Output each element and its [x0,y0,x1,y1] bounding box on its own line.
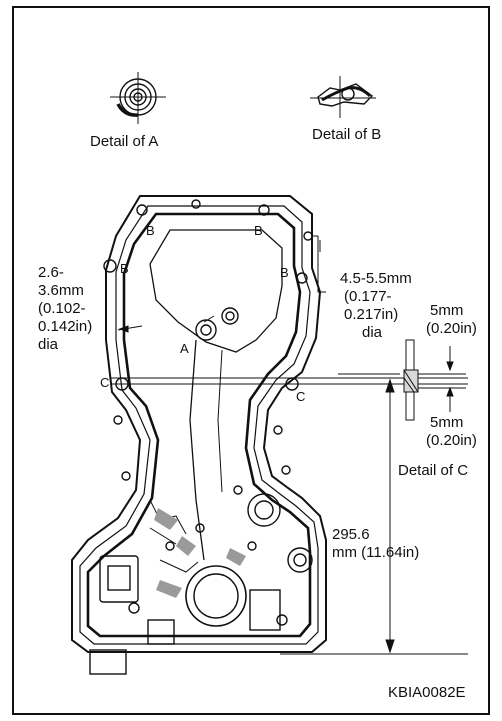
marker-c-1: C [100,375,110,390]
cover-outline [71,195,327,675]
detail-a-caption: Detail of A [90,133,159,150]
figure-code: KBIA0082E [388,684,466,701]
detail-a-drawing [110,72,166,124]
figure-frame [12,6,490,715]
marker-b-2: B [254,223,263,238]
marker-a: A [180,341,189,356]
detail-c-caption: Detail of C [398,462,469,479]
dimension-lines [110,315,468,655]
marker-b-4: B [280,265,289,280]
marker-c-2: C [296,389,306,404]
marker-b-3: B [120,261,129,276]
detail-b-caption: Detail of B [312,126,382,143]
shaded-ribs [154,508,246,598]
marker-b-1: B [146,223,155,238]
detail-b-drawing [310,76,376,118]
